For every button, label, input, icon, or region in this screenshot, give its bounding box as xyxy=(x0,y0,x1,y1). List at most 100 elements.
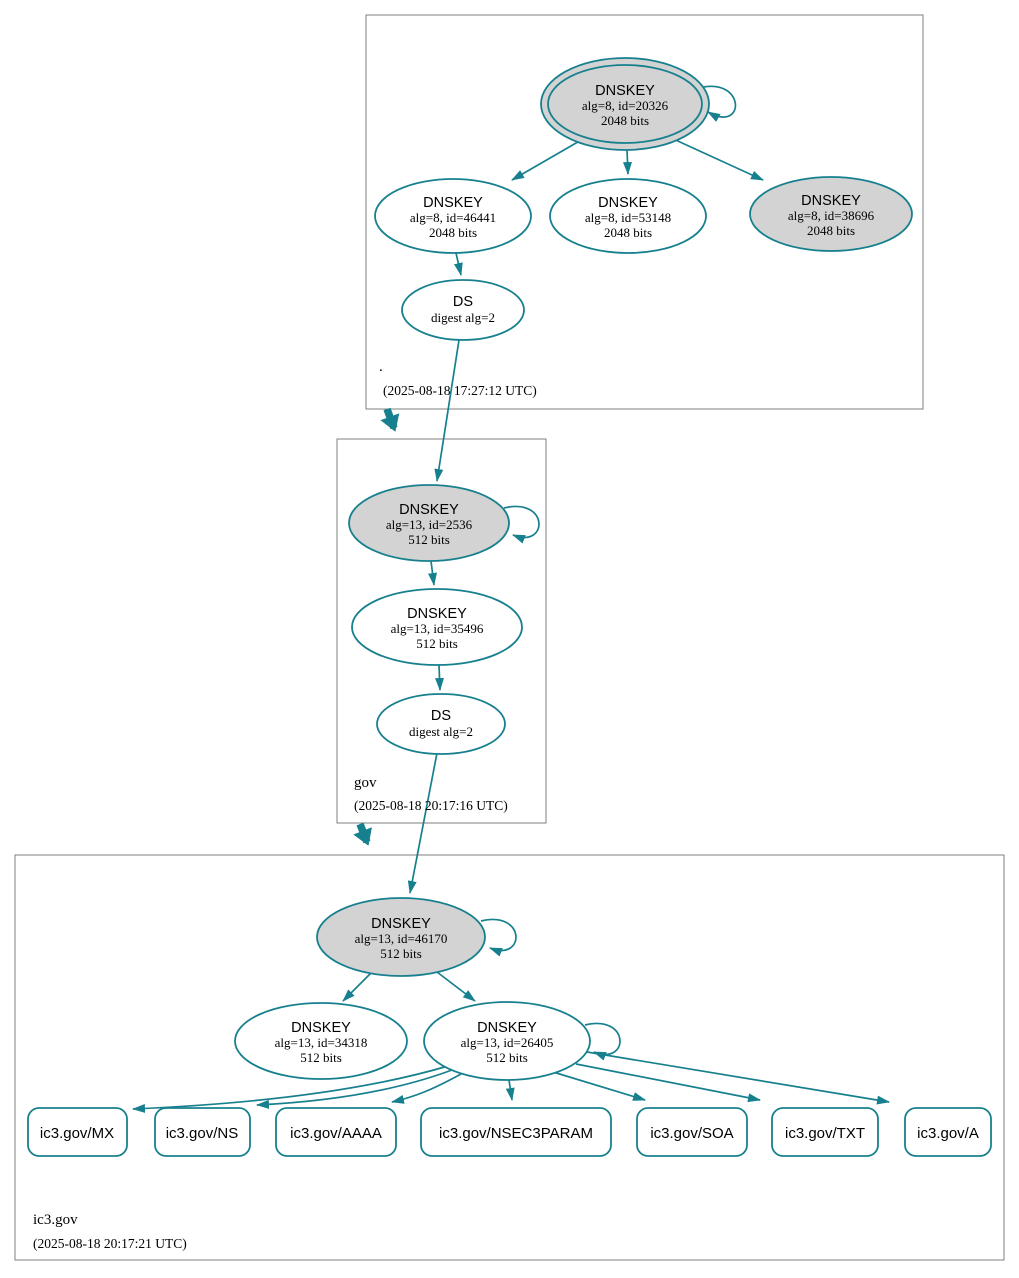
node-root-zsk-46441[interactable]: DNSKEY alg=8, id=46441 2048 bits xyxy=(374,178,532,254)
rrset-ic3-gov-nsec3param-rect[interactable] xyxy=(420,1107,612,1157)
rrset-ic3-gov-mx-label: ic3.gov/MX xyxy=(40,1125,114,1142)
node-ic3-ksk-title: DNSKEY xyxy=(371,916,431,932)
rrset-ic3-gov-nsec3param[interactable]: ic3.gov/NSEC3PARAM xyxy=(420,1107,612,1157)
node-ic3-zsk-26405-ellipse[interactable] xyxy=(423,1001,591,1081)
node-root-ksk-detail: alg=8, id=20326 xyxy=(582,98,669,113)
rrset-ic3-gov-ns-label: ic3.gov/NS xyxy=(166,1125,239,1142)
edge-zsk26405-to-rrset-aaaa xyxy=(391,1073,462,1104)
edge-root-ksk-to-zsk38696 xyxy=(668,136,764,181)
edge-zsk26405-to-rrset-soa xyxy=(552,1071,646,1101)
edge-zsk46441-to-root-ds xyxy=(453,252,463,276)
node-root-zsk-53148-title: DNSKEY xyxy=(598,195,658,211)
node-gov-ksk-2536[interactable]: DNSKEY alg=13, id=2536 512 bits xyxy=(348,484,510,562)
node-ic3-zsk-34318[interactable]: DNSKEY alg=13, id=34318 512 bits xyxy=(234,1002,408,1080)
node-root-ksk-bits: 2048 bits xyxy=(601,113,649,128)
rrset-ic3-gov-ns[interactable]: ic3.gov/NS xyxy=(154,1107,251,1157)
edge-zsk26405-to-rrset-txt xyxy=(575,1063,761,1103)
edge-zsk26405-to-rrset-ns xyxy=(256,1069,453,1109)
node-root-zsk-53148-ellipse[interactable] xyxy=(549,178,707,254)
rrset-ic3-gov-soa[interactable]: ic3.gov/SOA xyxy=(636,1107,748,1157)
node-gov-zsk-detail: alg=13, id=35496 xyxy=(391,621,484,636)
node-ic3-ksk-bits: 512 bits xyxy=(380,946,422,961)
node-root-zsk-38696-ellipse[interactable] xyxy=(749,176,913,252)
rrset-ic3-gov-txt[interactable]: ic3.gov/TXT xyxy=(771,1107,879,1157)
edge-zsk26405-to-rrset-nsec3param xyxy=(505,1079,515,1101)
rrset-ic3-gov-aaaa[interactable]: ic3.gov/AAAA xyxy=(275,1107,397,1157)
node-ic3-zsk-34318-ellipse[interactable] xyxy=(234,1002,408,1080)
node-root-zsk-38696-bits: 2048 bits xyxy=(807,223,855,238)
edge-gov-ksk-selfloop xyxy=(503,505,540,544)
edge-zsk26405-to-rrset-mx xyxy=(132,1065,449,1113)
node-gov-zsk-35496[interactable]: DNSKEY alg=13, id=35496 512 bits xyxy=(351,588,523,666)
node-root-zsk-46441-detail: alg=8, id=46441 xyxy=(410,210,496,225)
zone-timestamp-ic3-gov: (2025-08-18 20:17:21 UTC) xyxy=(33,1236,187,1251)
edge-gov-ds-to-ic3-ksk xyxy=(407,752,438,894)
zone-label-ic3-gov: ic3.gov xyxy=(33,1212,78,1228)
rrset-ic3-gov-a[interactable]: ic3.gov/A xyxy=(904,1107,992,1157)
node-root-zsk-53148[interactable]: DNSKEY alg=8, id=53148 2048 bits xyxy=(549,178,707,254)
edge-root-ksk-to-zsk53148 xyxy=(623,149,632,175)
rrset-ic3-gov-aaaa-label: ic3.gov/AAAA xyxy=(290,1125,382,1142)
node-root-ksk-title: DNSKEY xyxy=(595,83,655,99)
zone-box-ic3-gov xyxy=(14,854,1005,1261)
rrset-ic3-gov-a-rect[interactable] xyxy=(904,1107,992,1157)
node-gov-ds[interactable]: DS digest alg=2 xyxy=(376,693,506,755)
zone-label-root: . xyxy=(379,359,383,375)
node-ic3-zsk-26405-title: DNSKEY xyxy=(477,1020,537,1036)
node-gov-ksk-ellipse[interactable] xyxy=(348,484,510,562)
node-root-ds-ellipse[interactable] xyxy=(401,279,525,341)
rrset-ic3-gov-ns-rect[interactable] xyxy=(154,1107,251,1157)
node-root-zsk-46441-title: DNSKEY xyxy=(423,195,483,211)
rrset-ic3-gov-nsec3param-label: ic3.gov/NSEC3PARAM xyxy=(439,1125,593,1142)
edge-gov-ksk-to-zsk35496 xyxy=(428,560,437,586)
node-root-ds-detail: digest alg=2 xyxy=(431,310,495,325)
node-gov-zsk-bits: 512 bits xyxy=(416,636,458,651)
edge-ic3-ksk-to-zsk34318 xyxy=(342,972,372,1002)
edge-zsk26405-to-rrset-a xyxy=(586,1051,890,1105)
zone-timestamp-gov: (2025-08-18 20:17:16 UTC) xyxy=(354,798,508,813)
node-ic3-zsk-34318-bits: 512 bits xyxy=(300,1050,342,1065)
zone-timestamp-root: (2025-08-18 17:27:12 UTC) xyxy=(383,383,537,398)
zone-box-root xyxy=(365,14,924,410)
node-root-ds[interactable]: DS digest alg=2 xyxy=(401,279,525,341)
node-root-zsk-53148-detail: alg=8, id=53148 xyxy=(585,210,671,225)
node-gov-ksk-detail: alg=13, id=2536 xyxy=(386,517,473,532)
edge-gov-zsk-to-gov-ds xyxy=(435,664,445,691)
node-root-zsk-38696-detail: alg=8, id=38696 xyxy=(788,208,875,223)
node-gov-ds-ellipse[interactable] xyxy=(376,693,506,755)
rrset-ic3-gov-mx-rect[interactable] xyxy=(27,1107,128,1157)
node-ic3-zsk-34318-detail: alg=13, id=34318 xyxy=(275,1035,368,1050)
edge-root-ksk-selfloop xyxy=(698,85,737,122)
edge-delegation-root-to-gov xyxy=(380,407,400,432)
node-ic3-zsk-26405[interactable]: DNSKEY alg=13, id=26405 512 bits xyxy=(423,1001,591,1081)
node-root-zsk-53148-bits: 2048 bits xyxy=(604,225,652,240)
edge-ic3-ksk-to-zsk26405 xyxy=(436,971,476,1002)
node-gov-ksk-bits: 512 bits xyxy=(408,532,450,547)
node-root-ksk-20326[interactable]: DNSKEY alg=8, id=20326 2048 bits xyxy=(540,57,710,151)
node-ic3-ksk-ellipse[interactable] xyxy=(316,897,486,977)
node-root-zsk-38696-title: DNSKEY xyxy=(801,193,861,209)
rrset-ic3-gov-soa-rect[interactable] xyxy=(636,1107,748,1157)
rrset-ic3-gov-aaaa-rect[interactable] xyxy=(275,1107,397,1157)
rrset-ic3-gov-a-label: ic3.gov/A xyxy=(917,1125,979,1142)
edge-delegation-gov-to-ic3 xyxy=(353,822,372,846)
node-gov-zsk-ellipse[interactable] xyxy=(351,588,523,666)
node-root-zsk-46441-ellipse[interactable] xyxy=(374,178,532,254)
node-gov-zsk-title: DNSKEY xyxy=(407,606,467,622)
zone-label-gov: gov xyxy=(354,775,377,791)
node-root-zsk-38696[interactable]: DNSKEY alg=8, id=38696 2048 bits xyxy=(749,176,913,252)
node-root-ds-title: DS xyxy=(453,294,473,310)
rrset-ic3-gov-txt-rect[interactable] xyxy=(771,1107,879,1157)
node-ic3-ksk-46170[interactable]: DNSKEY alg=13, id=46170 512 bits xyxy=(316,897,486,977)
node-ic3-zsk-34318-title: DNSKEY xyxy=(291,1020,351,1036)
edge-ic3-ksk-selfloop xyxy=(480,918,517,957)
node-gov-ds-detail: digest alg=2 xyxy=(409,724,473,739)
node-root-zsk-46441-bits: 2048 bits xyxy=(429,225,477,240)
edge-root-ds-to-gov-ksk xyxy=(434,339,460,482)
node-gov-ksk-title: DNSKEY xyxy=(399,502,459,518)
edge-root-ksk-to-zsk46441 xyxy=(511,138,584,181)
rrset-ic3-gov-mx[interactable]: ic3.gov/MX xyxy=(27,1107,128,1157)
node-gov-ds-title: DS xyxy=(431,708,451,724)
